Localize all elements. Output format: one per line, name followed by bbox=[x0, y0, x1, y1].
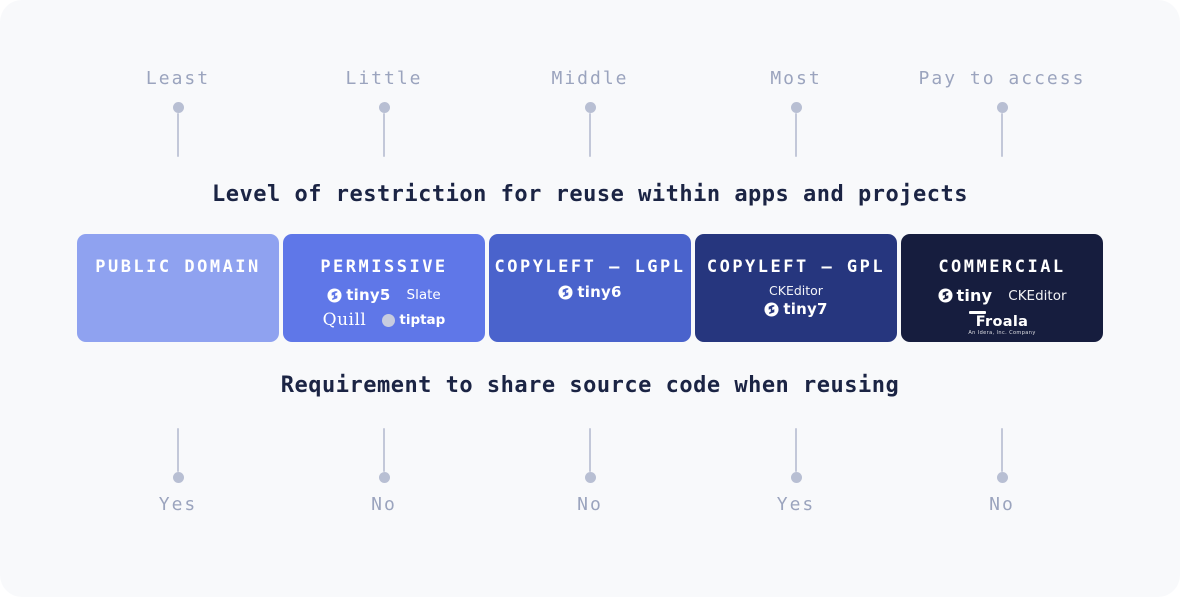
slate-logo: Slate bbox=[406, 287, 441, 303]
top-axis-labels: Least Little Middle Most Pay to access bbox=[0, 68, 1180, 89]
pin-marker-icon bbox=[283, 428, 485, 483]
pin-marker-icon bbox=[901, 102, 1103, 157]
tiptap-dot-icon bbox=[382, 313, 396, 327]
card-copyleft-gpl: COPYLEFT — GPL CKEditor tiny7 bbox=[695, 234, 897, 342]
froala-tagline: An Idera, Inc. Company bbox=[968, 330, 1036, 336]
card-title: COPYLEFT — LGPL bbox=[494, 257, 686, 277]
card-title: PUBLIC DOMAIN bbox=[95, 257, 261, 277]
froala-logo: Froala An Idera, Inc. Company bbox=[968, 311, 1035, 336]
tinymce-logo: tiny5 bbox=[327, 286, 390, 304]
pin-marker-icon bbox=[77, 102, 279, 157]
card-permissive: PERMISSIVE tiny5 Slate Quill tiptap bbox=[283, 234, 485, 342]
top-axis-label: Pay to access bbox=[918, 68, 1086, 89]
pin-marker-icon bbox=[489, 428, 691, 483]
bottom-axis-label: No bbox=[371, 494, 397, 515]
top-axis-label: Least bbox=[145, 68, 211, 89]
froala-bar-icon bbox=[969, 311, 987, 314]
tiny-logo-icon bbox=[558, 284, 573, 300]
top-axis-pins bbox=[0, 102, 1180, 157]
tiny-logo-icon bbox=[327, 287, 342, 303]
bottom-axis-label: Yes bbox=[776, 494, 816, 515]
pin-marker-icon bbox=[695, 428, 897, 483]
ckeditor-logo: CKEditor bbox=[1008, 287, 1067, 304]
card-copyleft-lgpl: COPYLEFT — LGPL tiny6 bbox=[489, 234, 691, 342]
pin-marker-icon bbox=[489, 102, 691, 157]
tinymce-logo: tiny6 bbox=[558, 283, 621, 301]
bottom-axis-pins bbox=[0, 428, 1180, 483]
ckeditor-logo: CKEditor bbox=[769, 283, 823, 298]
bottom-axis-label: Yes bbox=[158, 494, 198, 515]
pin-marker-icon bbox=[901, 428, 1103, 483]
tinymce-logo: tiny bbox=[937, 286, 993, 305]
quill-logo: Quill bbox=[322, 310, 367, 330]
tiny-logo-icon bbox=[764, 301, 779, 317]
bottom-axis-label: No bbox=[989, 494, 1015, 515]
top-axis-label: Most bbox=[770, 68, 822, 89]
tinymce-logo: tiny7 bbox=[764, 300, 827, 318]
tiny-logo-icon bbox=[937, 288, 953, 303]
pin-marker-icon bbox=[77, 428, 279, 483]
card-commercial: COMMERCIAL tiny CKEditor Froala An Idera… bbox=[901, 234, 1103, 342]
bottom-axis-label: No bbox=[577, 494, 603, 515]
source-code-heading: Requirement to share source code when re… bbox=[280, 373, 900, 398]
license-cards-row: PUBLIC DOMAIN PERMISSIVE tiny5 Slate Qui… bbox=[0, 234, 1180, 342]
card-title: COPYLEFT — GPL bbox=[706, 257, 886, 277]
bottom-axis-labels: Yes No No Yes No bbox=[0, 494, 1180, 515]
restriction-level-heading: Level of restriction for reuse within ap… bbox=[212, 182, 968, 207]
pin-marker-icon bbox=[695, 102, 897, 157]
card-public-domain: PUBLIC DOMAIN bbox=[77, 234, 279, 342]
card-title: COMMERCIAL bbox=[938, 257, 1066, 277]
card-title: PERMISSIVE bbox=[320, 257, 448, 277]
top-axis-label: Middle bbox=[551, 68, 629, 89]
top-axis-label: Little bbox=[345, 68, 423, 89]
pin-marker-icon bbox=[283, 102, 485, 157]
tiptap-logo: tiptap bbox=[382, 312, 445, 328]
